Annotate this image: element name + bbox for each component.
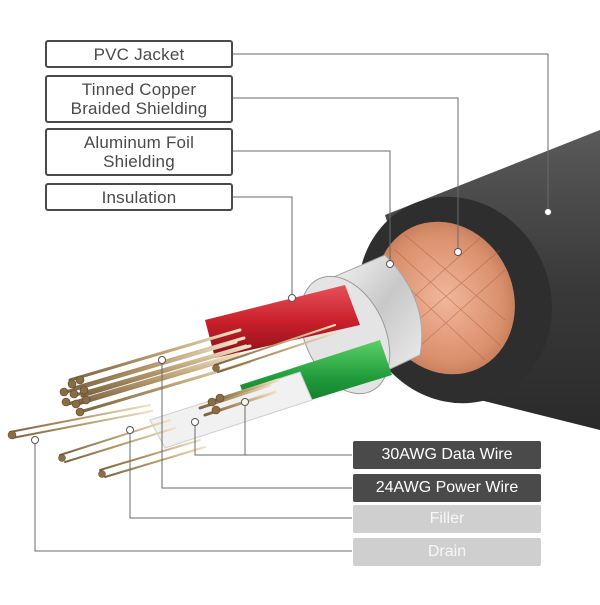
drain-wire [9,404,153,439]
label-braided-shielding: Tinned Copper Braided Shielding [45,75,233,123]
leader-power [161,360,352,489]
data-strands [59,324,339,478]
label-power-wire: 24AWG Power Wire [353,474,541,502]
red-insulation [205,285,360,358]
label-power-wire-text: 24AWG Power Wire [375,479,519,496]
label-pvc-jacket: PVC Jacket [45,40,233,68]
leader-insulation [232,196,293,296]
label-pvc-jacket-line-1: PVC Jacket [93,44,185,64]
leader-dots [31,208,552,444]
data-strand-ends [58,364,220,478]
label-braided-shielding-line-1: Tinned Copper [81,80,197,99]
label-filler-text: Filler [429,510,465,527]
label-foil-shielding: Aluminum Foil Shielding [45,128,233,176]
label-braided-shielding-line-2: Braided Shielding [70,99,208,118]
leader-drain [34,440,352,552]
label-drain-text: Drain [427,543,467,560]
leader-filler [129,430,352,519]
label-insulation-line-1: Insulation [101,187,177,207]
label-filler: Filler [353,505,541,533]
label-foil-shielding-line-1: Aluminum Foil [83,133,195,152]
leader-data-b [244,402,352,456]
label-insulation: Insulation [45,183,233,211]
label-drain: Drain [353,538,541,566]
label-foil-shielding-line-2: Shielding [103,152,175,171]
label-data-wire: 30AWG Data Wire [353,441,541,469]
leader-lines [34,53,549,552]
leader-braid [232,97,459,250]
drain-wire-end [7,430,17,440]
leader-pvc [232,53,549,210]
label-data-wire-text: 30AWG Data Wire [381,446,513,463]
power-strand-ends [59,375,225,417]
leader-foil [232,150,391,262]
